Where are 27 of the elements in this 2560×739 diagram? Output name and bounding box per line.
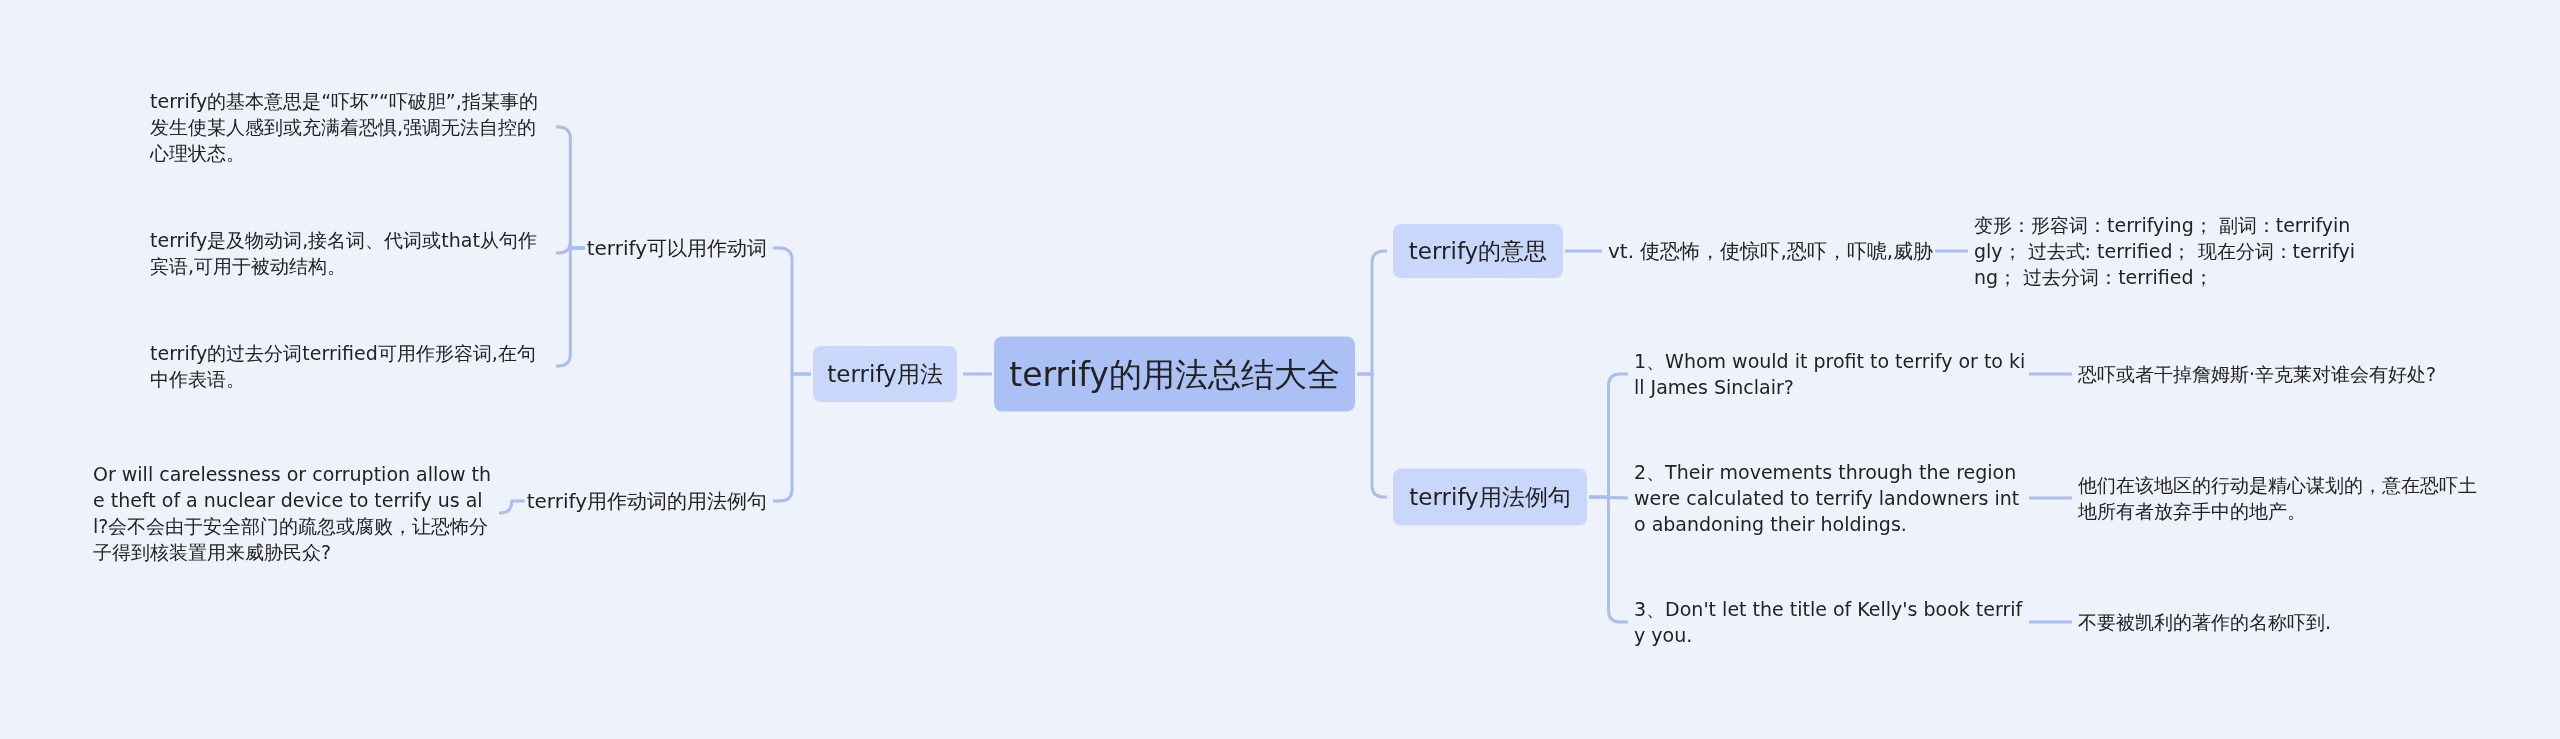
example-sentence: 1、Whom would it profit to terrify or to kill James Sinclair? [1634, 348, 2027, 400]
note-text: terrify是及物动词,接名词、代词或that从句作宾语,可用于被动结构。 [150, 227, 550, 279]
connector-line [963, 372, 992, 376]
connector-line [556, 246, 585, 368]
example-sentence: 2、Their movements through the region were calculated to terrify landowners into abandoning their holdings. [1634, 459, 2027, 537]
connector-line [2029, 496, 2072, 500]
translation-text: 他们在该地区的行动是精心谋划的，意在恐吓土地所有者放弃手中的地产。 [2078, 472, 2478, 524]
meaning-text: vt. 使恐怖，使惊吓,恐吓，吓唬,威胁 [1608, 237, 1934, 265]
subtopic-label: terrify用作动词的用法例句 [526, 487, 767, 515]
example-text: Or will carelessness or corruption allow the theft of a nuclear device to terrify us all?会不会由于安全部门的疏忽或腐败，让恐怖分子得到核装置用来威胁民众? [93, 461, 493, 565]
subtopic-label: terrify可以用作动词 [586, 234, 767, 262]
note-text: terrify的过去分词terrified可用作形容词,在句中作表语。 [150, 340, 550, 392]
connector-line [1565, 249, 1602, 253]
translation-text: 恐吓或者干掉詹姆斯·辛克莱对谁会有好处? [2078, 361, 2478, 387]
topic-box: terrify用法例句 [1393, 468, 1587, 526]
connector-line [2029, 372, 2072, 376]
connector-line [1935, 249, 1968, 253]
connector-line [498, 499, 525, 515]
example-sentence: 3、Don't let the title of Kelly's book terrify you. [1634, 596, 2027, 648]
note-text: terrify的基本意思是“吓坏”“吓破胆”,指某事的发生使某人感到或充满着恐惧,强调无法自控的心理状态。 [150, 88, 550, 166]
topic-box: terrify的意思 [1393, 224, 1563, 278]
word-forms-text: 变形：形容词：terrifying； 副词：terrifyingly； 过去式: terrified； 现在分词：terrifying； 过去分词：terrified； [1974, 212, 2358, 290]
connector-line [1357, 372, 1387, 499]
connector-line [2029, 620, 2072, 624]
central-topic-box: terrify的用法总结大全 [994, 336, 1355, 412]
translation-text: 不要被凯利的著作的名称吓到. [2078, 609, 2478, 635]
topic-box: terrify用法 [813, 346, 957, 402]
